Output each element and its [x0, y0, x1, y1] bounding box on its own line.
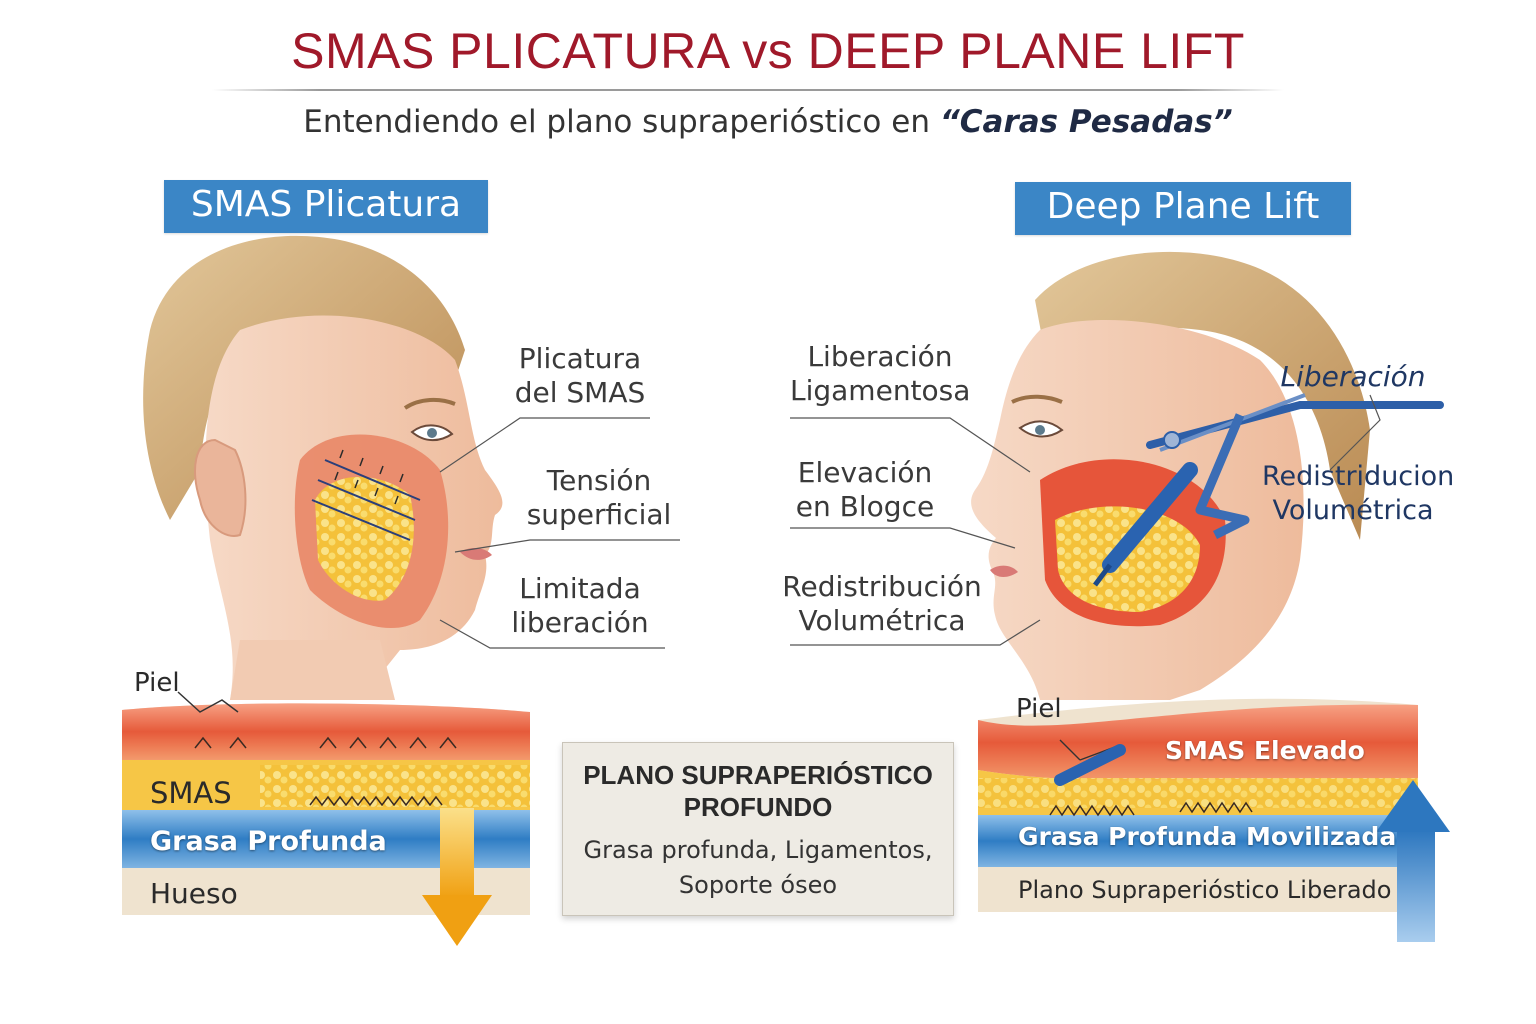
callout-line: Plicatura — [518, 342, 642, 375]
callout-elevacion-bloque: Elevación en Blogce — [790, 456, 940, 524]
callout-line: Volumétrica — [798, 604, 966, 637]
center-body-line: Grasa profunda, Ligamentos, — [583, 836, 933, 864]
callout-line: del SMAS — [514, 376, 646, 409]
right-head-illustration — [971, 251, 1370, 700]
center-box-body: Grasa profunda, Ligamentos, Soporte óseo — [563, 833, 953, 903]
callout-plicatura-smas: Plicatura del SMAS — [510, 342, 650, 410]
center-info-box: PLANO SUPRAPERIÓSTICO PROFUNDO Grasa pro… — [562, 742, 954, 916]
left-layer-label-smas: SMAS — [150, 776, 232, 810]
down-arrow-icon — [422, 808, 492, 946]
center-title-line: PROFUNDO — [683, 792, 833, 822]
left-layer-label-piel: Piel — [134, 668, 180, 698]
callout-tension-superficial: Tensión superficial — [524, 464, 674, 532]
callout-line: superficial — [526, 498, 672, 531]
callout-line: Elevación — [797, 456, 933, 489]
callout-line: en Blogce — [795, 490, 935, 523]
subtitle-prefix: Entendiendo el plano supraperióstico en — [303, 104, 940, 140]
right-layer-label-piel: Piel — [1016, 694, 1062, 724]
up-arrow-icon — [1376, 780, 1450, 942]
right-layer-label-smas-elevado: SMAS Elevado — [1165, 736, 1365, 765]
center-box-title: PLANO SUPRAPERIÓSTICO PROFUNDO — [563, 759, 953, 823]
callout-line: liberación — [511, 606, 649, 639]
page-subtitle: Entendiendo el plano supraperióstico en … — [0, 104, 1536, 140]
callout-line: Tensión — [546, 464, 652, 497]
callout-line: Limitada — [519, 572, 641, 605]
cannula-icon — [1093, 462, 1198, 587]
left-layer-label-hueso: Hueso — [150, 877, 238, 910]
callout-redistribucion-volumetrica: Redistribución Volumétrica — [782, 570, 982, 638]
callout-line: Ligamentosa — [790, 374, 971, 407]
left-leader-lines — [439, 417, 680, 649]
callout-line: Redistribución — [782, 570, 982, 603]
center-title-line: PLANO SUPRAPERIÓSTICO — [583, 760, 933, 790]
left-head-illustration — [143, 235, 503, 700]
surgical-retractor-icon — [1146, 393, 1444, 540]
callout-line: Liberación — [807, 340, 953, 373]
title-divider — [212, 89, 1284, 91]
banner-deep-plane-lift: Deep Plane Lift — [1015, 182, 1351, 235]
callout-limitada-liberacion: Limitada liberación — [505, 572, 655, 640]
left-layer-label-grasa-profunda: Grasa Profunda — [150, 826, 387, 857]
page-title: SMAS PLICATURA vs DEEP PLANE LIFT — [291, 23, 1245, 79]
center-body-line: Soporte óseo — [678, 871, 838, 899]
instrument-label-liberacion: Liberación — [1280, 360, 1426, 393]
banner-smas-plicatura: SMAS Plicatura — [164, 180, 488, 233]
right-leader-lines — [790, 394, 1381, 646]
right-layer-label-grasa-movilizada: Grasa Profunda Movilizada — [1018, 822, 1397, 851]
callout-line: Volumétrica — [1272, 495, 1434, 526]
subtitle-emphasis: “Caras Pesadas” — [939, 104, 1233, 140]
instrument-label-redistribucion: Redistriducion Volumétrica — [1262, 460, 1455, 528]
callout-liberacion-ligamentosa: Liberación Ligamentosa — [790, 340, 970, 408]
right-layer-label-plano-liberado: Plano Supraperióstico Liberado — [1018, 876, 1392, 904]
right-layer-block — [978, 698, 1418, 912]
callout-line: Redistriducion — [1262, 461, 1455, 492]
